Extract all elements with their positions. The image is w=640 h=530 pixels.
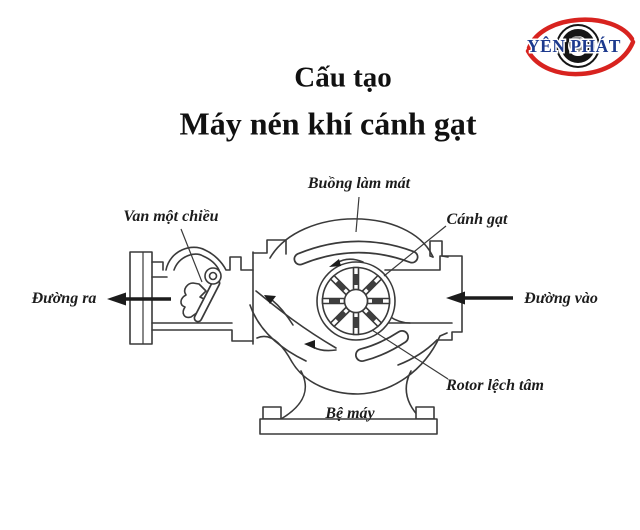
label-cooling-chamber: Buồng làm mát	[307, 175, 411, 192]
port-arrows	[107, 291, 513, 306]
valve-arm	[195, 280, 219, 321]
valve-housing-hump	[165, 246, 254, 271]
vane-block	[354, 274, 358, 285]
leader-check-valve	[180, 228, 203, 283]
vane-block	[335, 310, 347, 322]
inlet-pipe	[384, 255, 463, 366]
rotor	[316, 261, 396, 341]
vane-block	[365, 280, 377, 292]
outlet-arrow-head	[107, 292, 126, 306]
lower-slot	[355, 330, 409, 362]
label-eccentric-rotor: Rotor lệch tâm	[446, 377, 544, 394]
base-foot-left	[262, 406, 282, 420]
base-foot-right	[415, 406, 435, 420]
outflow-arrow-curve	[271, 299, 294, 326]
inlet-channel-curve	[397, 339, 438, 366]
vane-block	[335, 280, 347, 292]
vane-block	[329, 299, 340, 303]
rotation-arrow-head	[329, 259, 341, 267]
page-title-line1: Cấu tạo	[294, 61, 392, 94]
scroll-wall-lower	[249, 304, 307, 362]
label-inlet: Đường vào	[524, 290, 598, 307]
inlet-arrow-head	[446, 291, 465, 305]
inlet-bore-fill	[385, 271, 461, 322]
valve-housing-hump-inner	[173, 253, 220, 271]
base-plate	[259, 418, 438, 435]
pedestal-left-flank	[280, 370, 307, 420]
casing-left-ear	[252, 239, 287, 255]
label-outlet: Đường ra	[31, 290, 97, 307]
casing-top-arc	[269, 218, 434, 259]
logo-pupil	[569, 36, 585, 52]
vane-block	[365, 310, 377, 322]
outlet-body-lines	[151, 261, 254, 342]
scroll-flow-arrow-curve	[312, 346, 337, 352]
logo-eye-bottom-arc	[525, 39, 636, 77]
leader-cooling-chamber	[355, 196, 360, 233]
flow-arrows	[264, 258, 364, 352]
machine-base	[259, 370, 438, 435]
lower-slot-bore	[356, 331, 408, 361]
cooling-slot-bore	[295, 242, 417, 264]
check-valve	[180, 267, 222, 323]
label-check-valve: Van một chiều	[123, 208, 219, 225]
logo-text: YÊN PHÁT	[527, 36, 621, 56]
logo-eye-top-arc	[526, 17, 635, 51]
casing-bottom-arc	[256, 332, 448, 395]
cooling-chamber-slot	[293, 240, 419, 266]
vane-block	[372, 299, 383, 303]
scroll-flow-arrow-head	[304, 340, 315, 349]
leader-lines	[180, 196, 449, 380]
brand-logo: YÊN PHÁT	[525, 17, 636, 77]
valve-pivot-pin	[208, 271, 218, 281]
valve-flap	[180, 282, 209, 319]
rotor-hub	[343, 288, 369, 314]
outflow-arrow-head	[264, 295, 276, 304]
leader-vane	[383, 225, 447, 277]
label-base: Bệ máy	[325, 405, 375, 422]
vane-block	[354, 317, 358, 328]
page-title-line2: Máy nén khí cánh gạt	[179, 105, 477, 142]
label-vane: Cánh gạt	[446, 211, 508, 228]
leader-eccentric-rotor	[371, 329, 449, 380]
